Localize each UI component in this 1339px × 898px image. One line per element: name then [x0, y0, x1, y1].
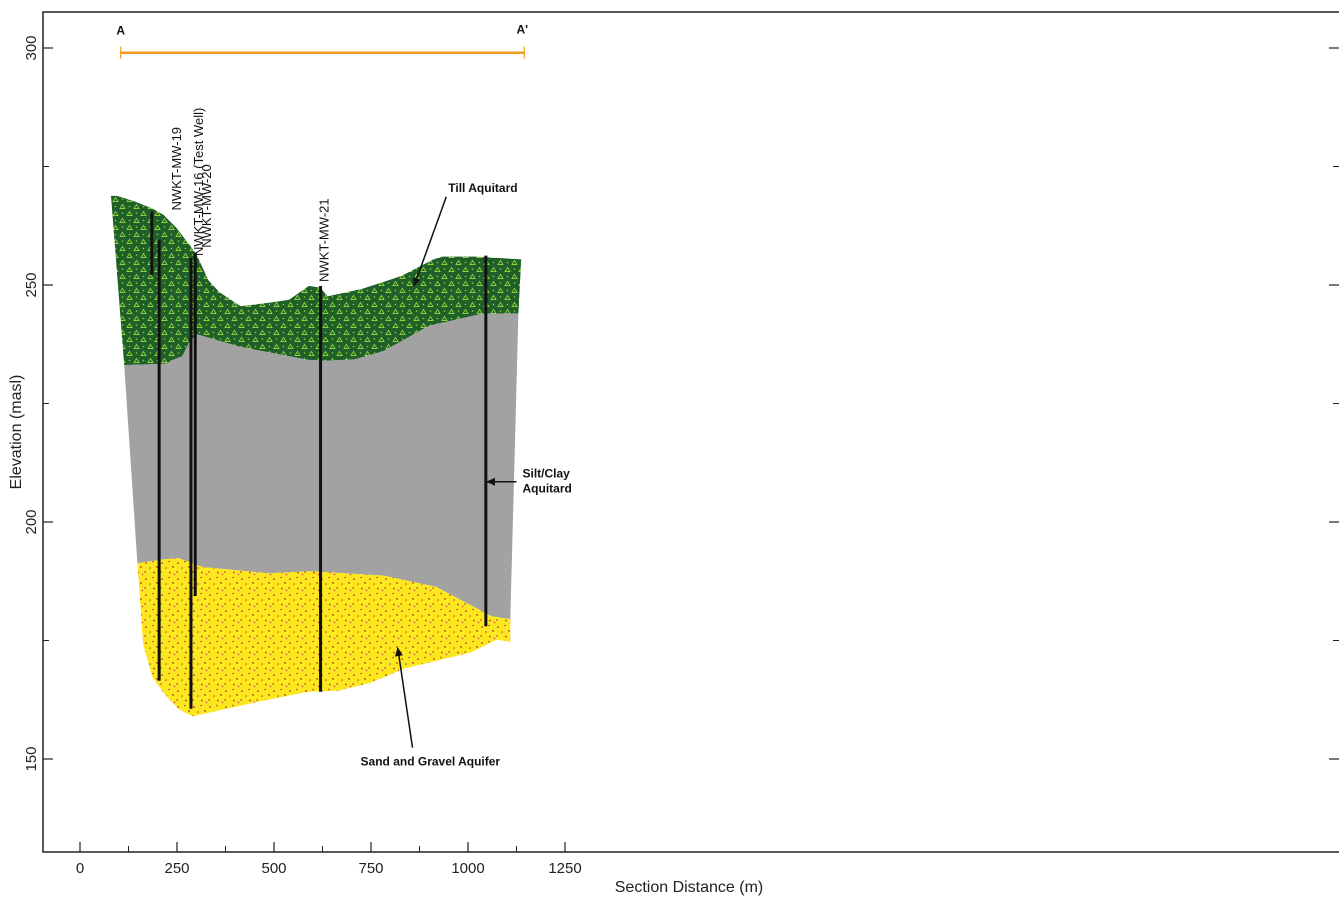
- unit-till-aquitard: [111, 195, 522, 366]
- x-tick-label: 750: [358, 860, 383, 877]
- y-tick-label: 150: [23, 746, 40, 771]
- y-tick-label: 250: [23, 272, 40, 297]
- x-tick-label: 250: [164, 860, 189, 877]
- y-tick-label: 300: [23, 35, 40, 60]
- label-till-aquitard: Till Aquitard: [448, 181, 517, 195]
- x-tick-label: 500: [261, 860, 286, 877]
- well-label-nwkt-mw-16-test-well: NWKT-MW-16 (Test Well): [191, 108, 206, 256]
- section-end-label: A': [516, 23, 528, 37]
- well-label-nwkt-mw-20: NWKT-MW-20: [199, 164, 214, 248]
- x-tick-label: 1250: [548, 860, 581, 877]
- x-tick-label: 1000: [451, 860, 484, 877]
- section-line: A A': [116, 23, 528, 59]
- arrow-till-aquitard: [413, 196, 447, 287]
- x-axis-title: Section Distance (m): [615, 879, 764, 896]
- x-tick-label: 0: [76, 860, 84, 877]
- well-label-nwkt-mw-19: NWKT-MW-19: [169, 127, 184, 211]
- plot-frame: [42, 11, 1339, 853]
- axes: 0 250 500 750 1000 1250 150 200 250 300 Section …: [8, 11, 1339, 896]
- y-tick-label: 200: [23, 509, 40, 534]
- y-axis-ticks: 150 200 250 300: [23, 35, 1339, 772]
- arrow-sand-and-gravel-aquifer: [394, 647, 414, 748]
- label-sand-and-gravel-aquifer: Sand and Gravel Aquifer: [361, 755, 501, 769]
- y-axis-title: Elevation (masl): [8, 375, 25, 490]
- x-axis-ticks: 0 250 500 750 1000 1250: [76, 842, 582, 877]
- unit-sand-and-gravel-aquifer: [137, 558, 511, 717]
- well-label-nwkt-mw-21: NWKT-MW-21: [317, 198, 332, 282]
- section-start-label: A: [116, 24, 125, 38]
